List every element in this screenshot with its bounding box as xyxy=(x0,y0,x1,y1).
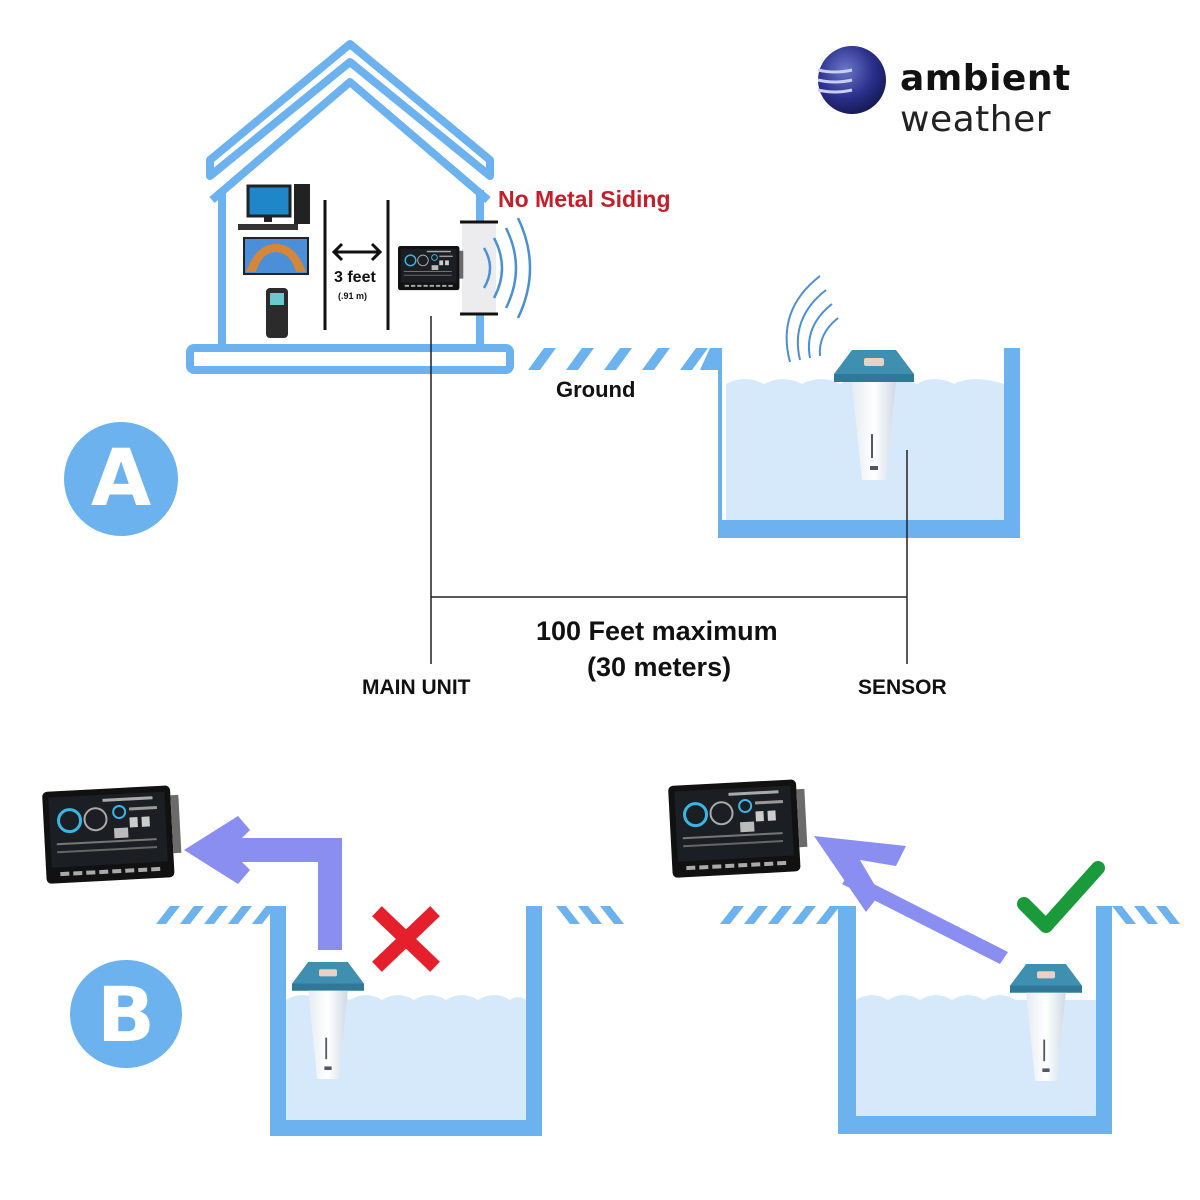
scenario-b-badge: B xyxy=(70,960,182,1068)
computer-icon xyxy=(238,184,310,230)
sensor-signal-waves-icon xyxy=(785,275,839,363)
console-signal-waves-icon xyxy=(482,217,532,319)
arrow-line-of-sight xyxy=(814,836,1008,964)
house xyxy=(186,40,514,374)
ground-hatch-b-right xyxy=(720,906,1180,924)
sensor-label: SENSOR xyxy=(858,676,947,699)
double-arrow-icon xyxy=(331,242,383,262)
tv-icon xyxy=(243,237,309,275)
main-unit-label: MAIN UNIT xyxy=(362,676,471,699)
cross-icon xyxy=(372,906,440,972)
ground-label: Ground xyxy=(556,377,636,402)
max-distance-label: 100 Feet maximum xyxy=(536,616,778,646)
arrow-blocked xyxy=(184,816,342,950)
checkmark-icon xyxy=(1017,861,1105,933)
max-distance-metric-label: (30 meters) xyxy=(587,652,732,682)
main-unit-console xyxy=(397,245,464,291)
brand-logo xyxy=(817,46,886,114)
main-unit-console-b-right xyxy=(666,777,811,880)
main-unit-console-b-left xyxy=(40,783,185,886)
globe-stripes xyxy=(817,68,853,94)
cordless-phone-icon xyxy=(266,288,288,338)
scenario-a-badge: A xyxy=(64,422,178,536)
ground-hatch xyxy=(528,348,708,370)
brand-name-bold: ambient xyxy=(900,58,1071,99)
clearance-metric-label: (.91 m) xyxy=(338,291,368,301)
no-metal-siding-warning: No Metal Siding xyxy=(498,186,671,212)
clearance-label: 3 feet xyxy=(334,269,376,286)
brand-wordmark: ambient weather xyxy=(900,58,1200,140)
brand-name-light: weather xyxy=(900,99,1052,140)
